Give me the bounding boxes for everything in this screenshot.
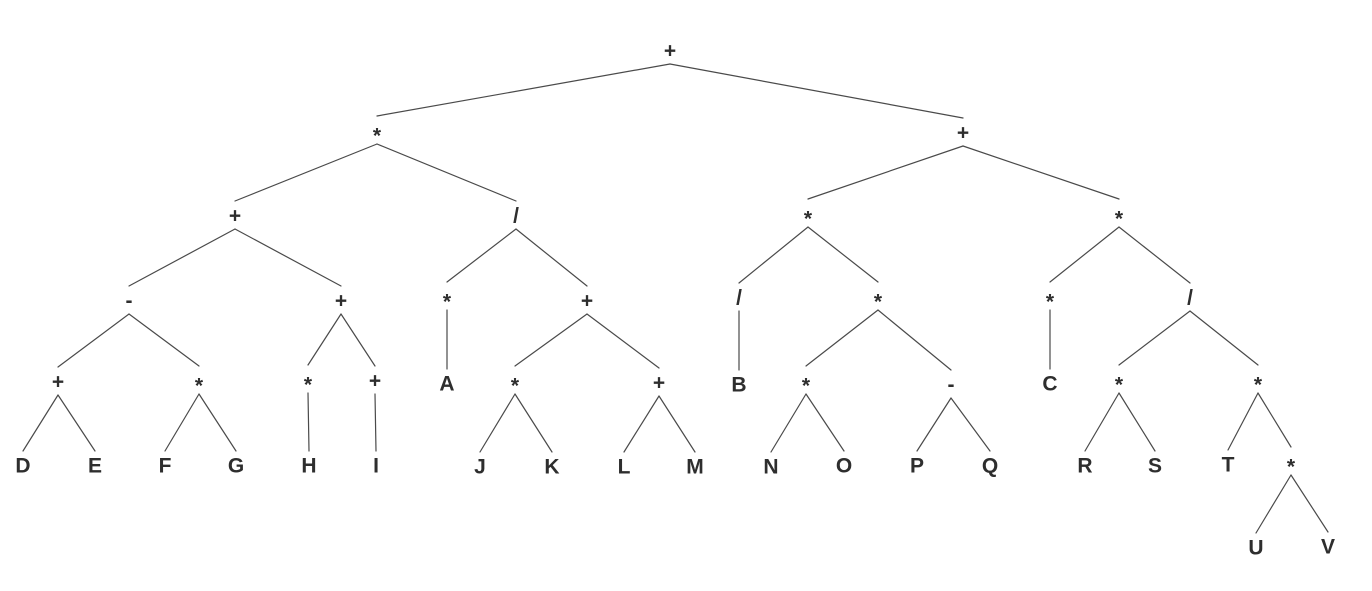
tree-node-times-operator: * [803, 207, 813, 231]
tree-edge [1189, 310, 1259, 366]
tree-edge [1118, 310, 1191, 366]
tree-node-times-operator: * [801, 374, 811, 398]
tree-edge [1290, 474, 1329, 533]
tree-node-leaf-n: N [763, 455, 779, 479]
tree-edge [446, 228, 517, 283]
tree-edge [128, 313, 200, 367]
tree-node-leaf-h: H [301, 454, 317, 478]
tree-edge [234, 228, 342, 287]
tree-edge [1257, 392, 1292, 448]
tree-edge [340, 313, 376, 367]
tree-node-leaf-b: B [731, 373, 747, 397]
tree-node-plus-operator: + [956, 121, 970, 145]
tree-node-minus-operator: - [125, 289, 133, 313]
tree-node-leaf-j: J [474, 455, 486, 479]
tree-edge [805, 393, 845, 452]
tree-node-minus-operator: - [947, 373, 955, 397]
tree-edge [128, 228, 236, 287]
tree-edge [623, 395, 660, 453]
tree-node-times-operator: * [510, 374, 520, 398]
tree-edge [22, 394, 59, 452]
tree-edge [234, 143, 378, 202]
tree-node-plus-operator: + [663, 39, 677, 63]
tree-edge [1084, 392, 1120, 452]
tree-node-leaf-i: I [373, 454, 379, 478]
tree-edge [307, 392, 310, 452]
tree-edge [877, 309, 952, 371]
tree-node-leaf-v: V [1320, 535, 1336, 559]
tree-node-times-operator: * [1045, 290, 1055, 314]
tree-edge [1227, 392, 1259, 451]
tree-node-times-operator: * [372, 124, 382, 148]
tree-node-times-operator: * [1286, 455, 1296, 479]
tree-node-plus-operator: + [652, 371, 666, 395]
tree-edge [805, 309, 879, 367]
tree-edge [807, 226, 879, 283]
tree-edge [57, 394, 96, 452]
tree-edge [770, 393, 807, 453]
tree-node-plus-operator: + [228, 204, 242, 228]
tree-edge [1118, 392, 1156, 452]
tree-edge [658, 395, 696, 453]
tree-edge [1255, 474, 1292, 534]
tree-node-leaf-r: R [1077, 454, 1093, 478]
tree-edge [738, 226, 809, 284]
tree-edge [164, 393, 200, 452]
tree-node-leaf-q: Q [981, 454, 999, 478]
tree-edge [514, 393, 553, 453]
tree-edge [376, 63, 671, 117]
tree-node-leaf-e: E [87, 454, 103, 478]
tree-edge [669, 63, 964, 119]
tree-node-times-operator: * [1114, 207, 1124, 231]
tree-node-times-operator: * [1253, 373, 1263, 397]
tree-edge [307, 313, 342, 366]
tree-node-plus-operator: + [334, 289, 348, 313]
tree-node-leaf-o: O [835, 454, 853, 478]
tree-node-times-operator: * [873, 290, 883, 314]
tree-edge [962, 145, 1120, 200]
tree-edge [479, 393, 516, 453]
tree-edge [515, 228, 588, 287]
tree-edge [1049, 226, 1120, 283]
tree-node-leaf-s: S [1147, 454, 1163, 478]
tree-edge [514, 313, 588, 367]
tree-node-leaf-p: P [909, 454, 925, 478]
tree-node-plus-operator: + [580, 289, 594, 313]
tree-node-leaf-m: M [686, 455, 704, 479]
tree-node-plus-operator: + [51, 370, 65, 394]
tree-node-times-operator: * [194, 374, 204, 398]
tree-edge [1118, 226, 1191, 284]
tree-edge [916, 397, 952, 452]
tree-node-leaf-a: A [439, 372, 455, 396]
tree-edge [807, 145, 964, 200]
tree-edge [374, 393, 377, 452]
tree-node-leaf-d: D [15, 454, 31, 478]
tree-node-plus-operator: + [368, 369, 382, 393]
tree-edge [586, 313, 660, 369]
tree-node-leaf-c: C [1042, 372, 1058, 396]
tree-node-divide-operator: / [736, 286, 742, 310]
tree-node-leaf-l: L [617, 455, 631, 479]
tree-node-leaf-k: K [544, 455, 560, 479]
tree-node-times-operator: * [1114, 373, 1124, 397]
tree-node-leaf-g: G [227, 454, 245, 478]
tree-node-leaf-f: F [158, 454, 172, 478]
tree-edge [198, 393, 237, 452]
tree-node-times-operator: * [442, 290, 452, 314]
tree-edge [376, 143, 517, 202]
tree-node-leaf-t: T [1221, 453, 1235, 477]
tree-node-leaf-u: U [1248, 536, 1264, 560]
tree-node-times-operator: * [303, 373, 313, 397]
tree-node-divide-operator: / [1187, 286, 1193, 310]
tree-edge [57, 313, 130, 368]
tree-node-divide-operator: / [513, 204, 519, 228]
tree-edge [950, 397, 991, 452]
